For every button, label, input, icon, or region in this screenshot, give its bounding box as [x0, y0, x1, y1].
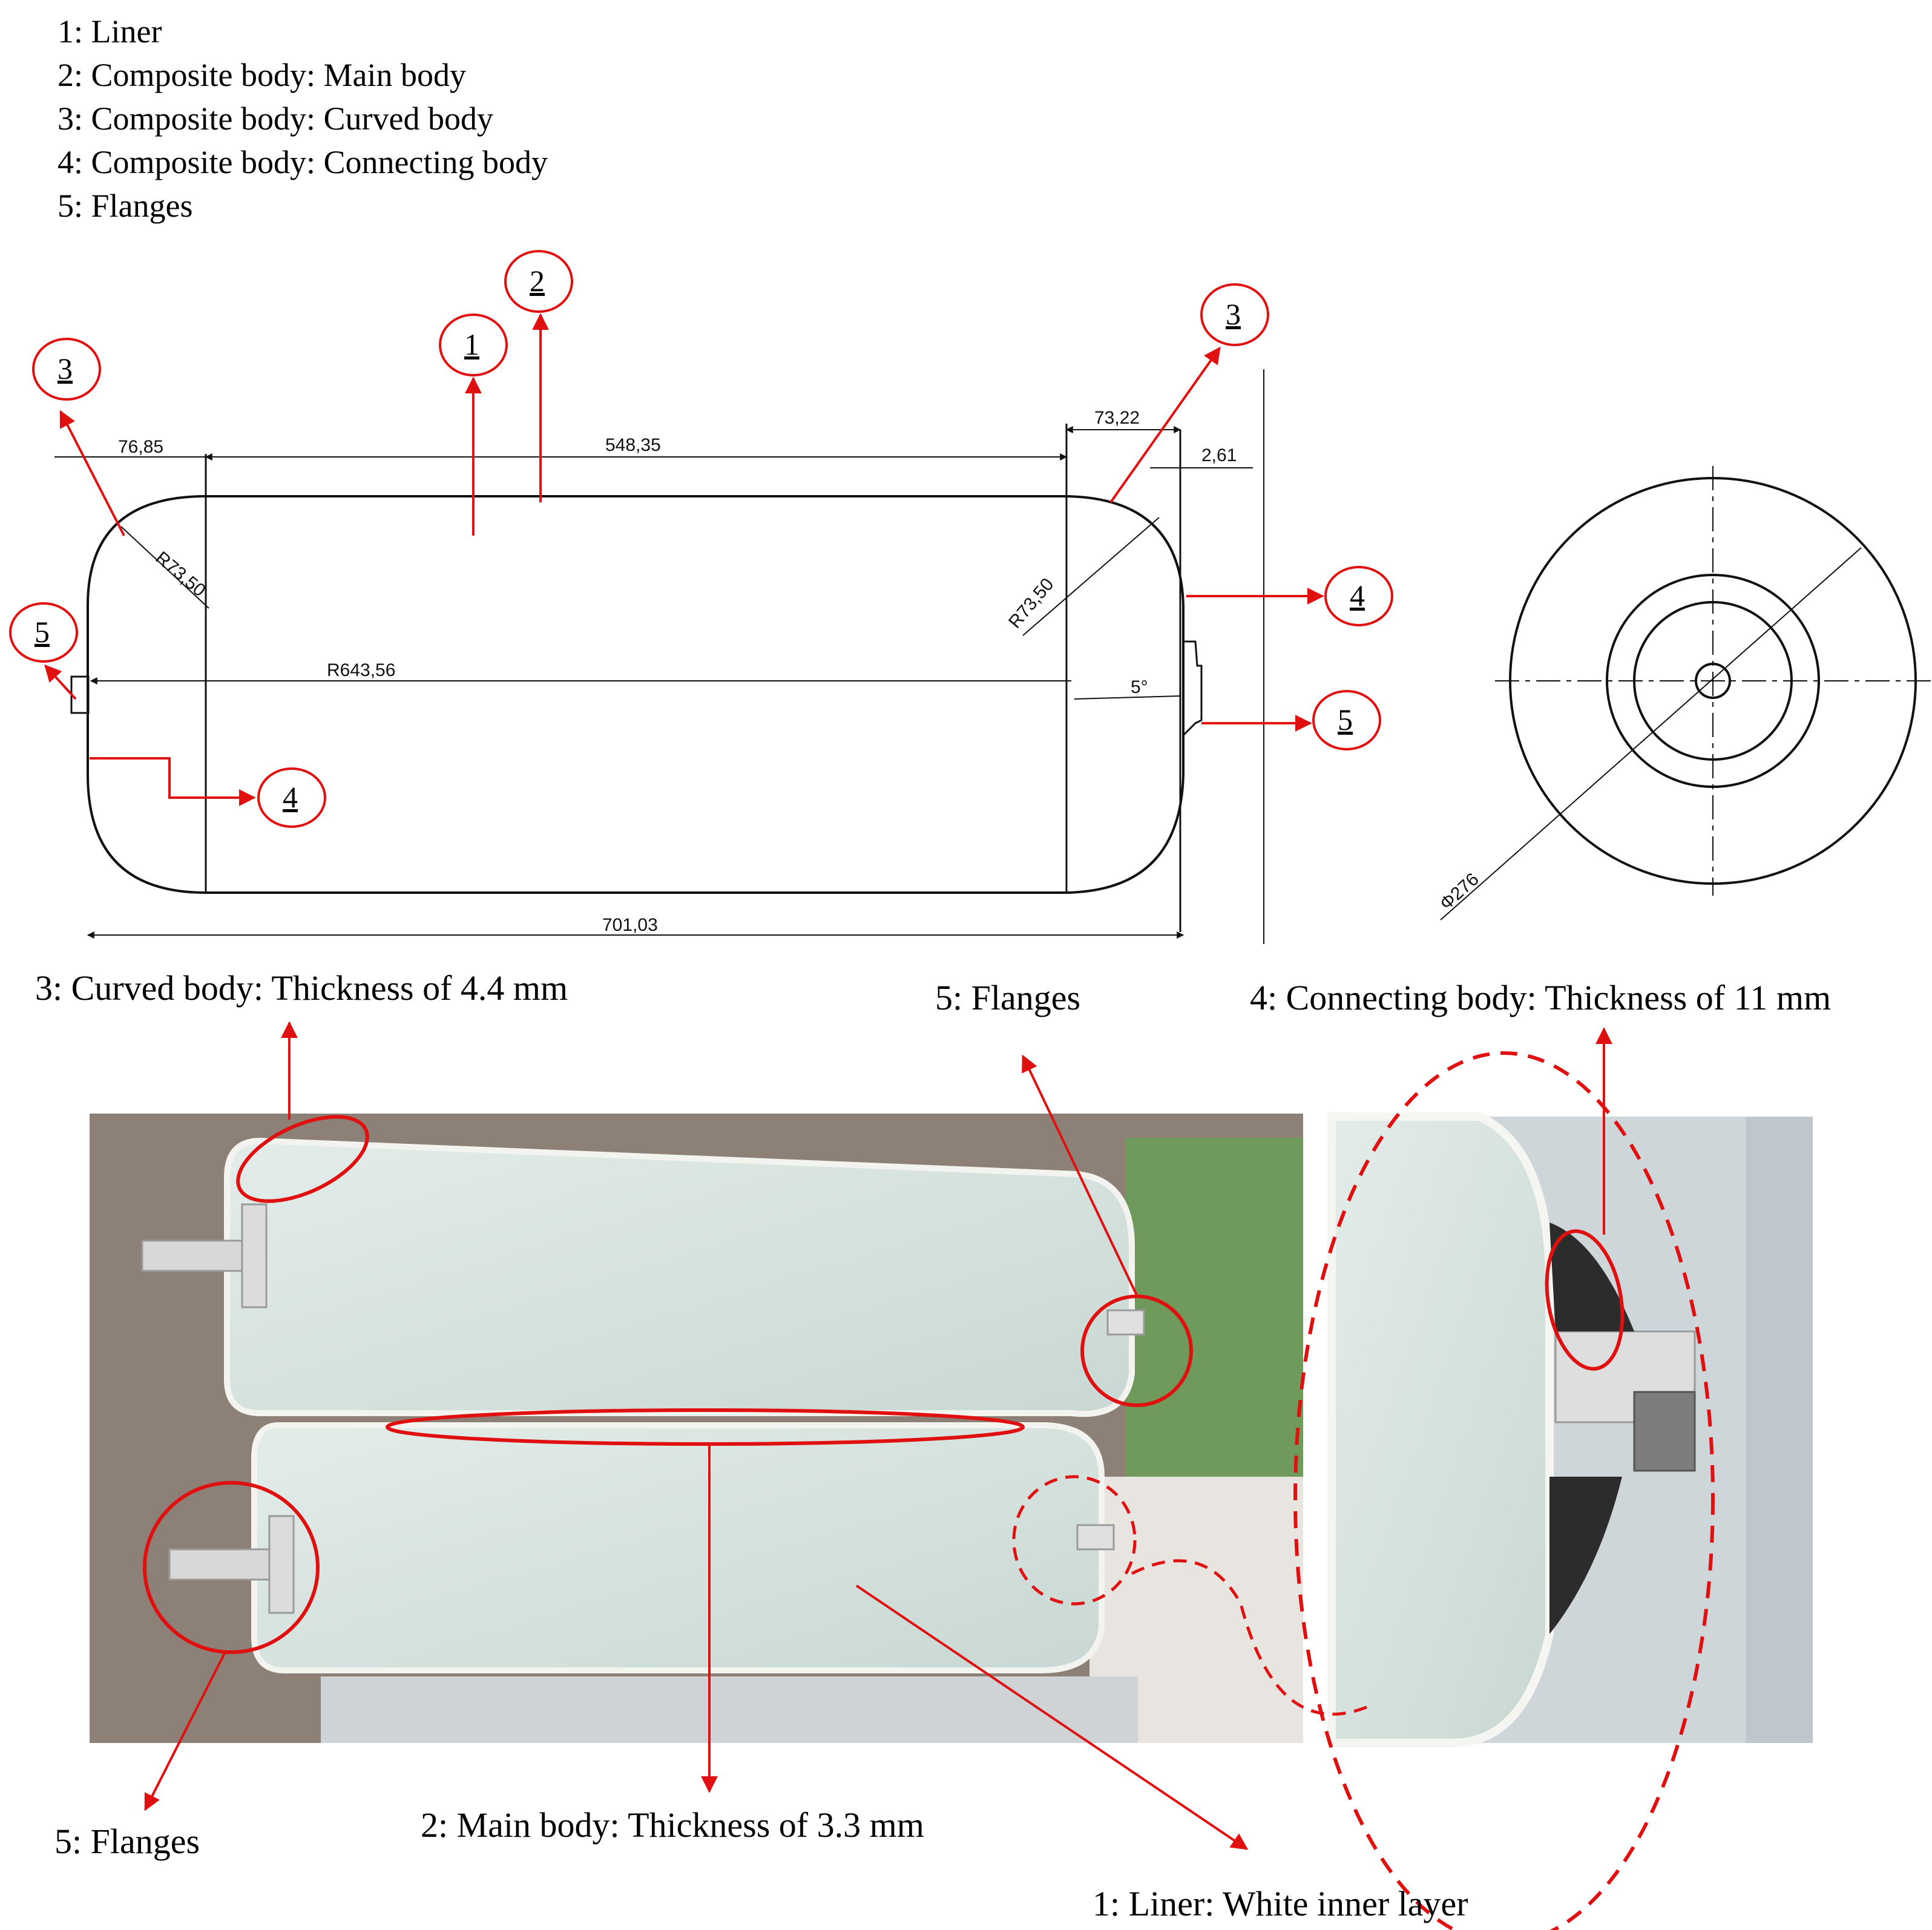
caption-connecting-body: 4: Connecting body: Thickness of 11 mm	[1250, 978, 1831, 1017]
lower-right-flange	[1076, 1524, 1115, 1551]
callout-circle-3-left	[32, 338, 101, 401]
end-view-diameter-leader	[1440, 547, 1862, 921]
closeup-liner	[1327, 1112, 1554, 1747]
callout-circle-4-left	[257, 767, 326, 828]
arrow-flanges-top	[1022, 1054, 1138, 1296]
upper-right-flange	[1106, 1309, 1145, 1336]
radius-leader-right	[1022, 517, 1160, 636]
closeup-carbon-upper	[1549, 1223, 1634, 1331]
callout-number-1: 1	[464, 327, 479, 361]
closeup-dashed-outline	[1293, 1051, 1715, 1930]
callout-arrow-4-left	[90, 757, 256, 806]
callout-number-4-left: 4	[283, 780, 298, 814]
side-view-drawing: 76,85 548,35 73,22 2,61 R73,50 R73,50 R6…	[54, 369, 1264, 944]
zoom-connector	[1131, 1559, 1368, 1716]
dim-angle: 5°	[1131, 677, 1148, 697]
photo-bench	[321, 1676, 1138, 1743]
dim-main-length: 548,35	[605, 435, 661, 455]
photo-green-panel	[1126, 1138, 1303, 1477]
upper-vessel	[224, 1137, 1135, 1417]
dim-radius-right: R73,50	[1005, 574, 1057, 632]
upper-flange-highlight	[1080, 1295, 1193, 1407]
legend-item-flanges: 5: Flanges	[58, 188, 193, 224]
dim-overall-length: 701,03	[602, 915, 658, 935]
legend-item-connecting-body: 4: Composite body: Connecting body	[58, 144, 548, 180]
closeup-thread	[1633, 1391, 1696, 1472]
legend-item-liner: 1: Liner	[58, 13, 162, 50]
callout-number-3-right: 3	[1226, 297, 1241, 331]
closeup-edge	[1746, 1117, 1813, 1743]
caption-main-body: 2: Main body: Thickness of 3.3 mm	[421, 1805, 924, 1845]
left-flange-shape	[70, 675, 90, 714]
lower-flange-highlight	[143, 1481, 320, 1654]
lower-left-flange-collar	[268, 1515, 295, 1614]
callout-arrow-3-right	[1109, 346, 1221, 504]
callout-arrow-3-left	[59, 410, 125, 536]
callout-arrow-5-left	[44, 664, 77, 700]
upper-left-flange	[141, 1239, 252, 1272]
lower-vessel	[251, 1422, 1105, 1673]
connecting-body-highlight	[1545, 1229, 1625, 1371]
photo-captions: 3: Curved body: Thickness of 4.4 mm 5: F…	[35, 968, 1831, 1923]
closeup-carbon-lower	[1549, 1477, 1622, 1634]
callout-number-2: 2	[530, 264, 545, 298]
lower-left-flange	[168, 1548, 280, 1581]
callout-circle-3-right	[1200, 283, 1269, 346]
caption-flanges-bottom: 5: Flanges	[54, 1822, 200, 1861]
angle-leader	[1074, 695, 1181, 700]
arrow-flanges-bottom	[144, 1652, 226, 1811]
callout-circle-2	[504, 250, 573, 313]
right-flange-shape	[1182, 640, 1203, 737]
legend-item-main-body: 2: Composite body: Main body	[58, 57, 466, 93]
connecting-body-closeup-photo	[1131, 1051, 1813, 1930]
connecting-body-source-highlight	[1012, 1475, 1137, 1606]
arrow-liner	[855, 1584, 1249, 1850]
curved-body-highlight	[236, 1115, 369, 1203]
main-body-highlight	[386, 1408, 1025, 1446]
callout-number-5-right: 5	[1338, 703, 1353, 737]
dim-diameter: Φ276	[1436, 869, 1483, 914]
drawing-callouts: 1 2 3 3 4 4 5 5	[9, 250, 1393, 828]
legend-item-curved-body: 3: Composite body: Curved body	[58, 100, 493, 137]
upper-left-flange-collar	[241, 1203, 268, 1308]
caption-flanges-top: 5: Flanges	[935, 978, 1080, 1017]
dim-left-cap: 76,85	[118, 437, 163, 457]
legend: 1: Liner 2: Composite body: Main body 3:…	[58, 13, 548, 224]
dim-right-cap: 73,22	[1094, 408, 1140, 428]
end-view-drawing: Φ276	[1436, 466, 1931, 921]
callout-circle-5-right	[1312, 690, 1381, 750]
caption-curved-body: 3: Curved body: Thickness of 4.4 mm	[35, 968, 568, 1008]
dim-radius-left: R73,50	[152, 548, 209, 600]
radius-leader-left	[120, 526, 209, 609]
callout-number-4-right: 4	[1350, 579, 1365, 612]
caption-liner: 1: Liner: White inner layer	[1092, 1884, 1468, 1923]
callout-circle-5-left	[9, 602, 78, 663]
callout-number-5-left: 5	[34, 615, 50, 649]
vessel-outline	[87, 495, 1184, 894]
dim-radius-long: R643,56	[327, 660, 395, 680]
callout-number-3-left: 3	[58, 352, 73, 386]
callout-circle-4-right	[1324, 566, 1393, 626]
dim-end-gap: 2,61	[1201, 445, 1237, 465]
vessel-section-photo	[90, 1114, 1303, 1743]
callout-circle-1	[439, 313, 508, 376]
